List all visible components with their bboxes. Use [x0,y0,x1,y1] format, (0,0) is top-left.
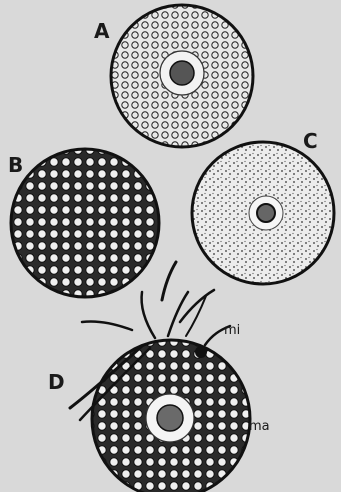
micronucleus-d [195,346,207,358]
panel-a: A [94,5,253,147]
nucleus-a [170,61,194,85]
panel-b: B [8,149,159,297]
panel-label-d: D [48,370,65,394]
panel-label-c: C [303,129,318,153]
panel-c: C [192,129,334,284]
nucleus-c [257,204,275,222]
annotation-mi: mi [224,323,240,338]
cell-b [11,149,159,297]
panel-label-a: A [94,19,110,43]
nucleus-d [157,405,183,431]
panel-label-b: B [8,153,23,177]
annotation-ma: ma [249,419,270,434]
